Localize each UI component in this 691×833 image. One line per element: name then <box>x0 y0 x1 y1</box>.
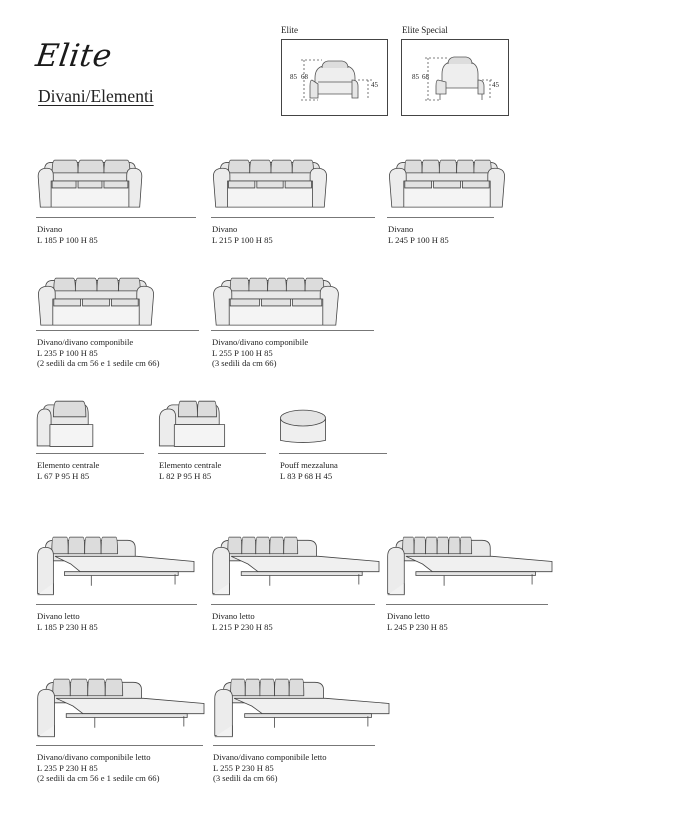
model-diagram-elite-special: 85 68 45 <box>401 39 509 116</box>
brand-title: Elite <box>33 38 115 74</box>
sofa-illustration <box>36 270 156 328</box>
dim-depth: 45 <box>492 81 499 89</box>
product-divider <box>158 453 266 454</box>
product-dims: L 245 P 100 H 85 <box>388 234 449 245</box>
product-note: (3 sedili da cm 66) <box>212 358 277 369</box>
product-name: Divano letto <box>387 611 430 621</box>
product-name: Divano/divano componibile letto <box>37 752 151 762</box>
product-name: Divano/divano componibile letto <box>213 752 327 762</box>
dim-seat-height: 85 <box>290 73 297 81</box>
product-name: Elemento centrale <box>37 460 100 470</box>
model-label-elite-special: Elite Special <box>402 25 448 35</box>
product-dims: L 255 P 230 H 85 <box>213 762 274 773</box>
product-dims: L 255 P 100 H 85 <box>212 347 273 358</box>
product-dims: L 235 P 100 H 85 <box>37 347 98 358</box>
product-name: Elemento centrale <box>159 460 222 470</box>
bed-illustration <box>36 532 194 596</box>
sofa-illustration <box>211 270 341 328</box>
product-note: (2 sedili da cm 56 e 1 sedile cm 66) <box>37 358 160 369</box>
product-note: (2 sedili da cm 56 e 1 sedile cm 66) <box>37 773 160 784</box>
bed-illustration <box>386 532 552 596</box>
chair-illustration <box>36 396 94 448</box>
chair-illustration <box>158 396 226 448</box>
model-diagram-elite: 85 68 45 <box>281 39 388 116</box>
product-name: Pouff mezzaluna <box>280 460 338 470</box>
dim-seat-height: 85 <box>412 73 419 81</box>
sofa-illustration <box>36 152 144 210</box>
product-divider <box>279 453 387 454</box>
product-divider <box>36 604 197 605</box>
dim-back-height: 68 <box>422 73 429 81</box>
product-name: Divano <box>388 224 414 234</box>
product-divider <box>36 217 196 218</box>
product-name: Divano letto <box>37 611 80 621</box>
product-dims: L 235 P 230 H 85 <box>37 762 98 773</box>
dim-depth: 45 <box>371 81 378 89</box>
bed-illustration <box>36 674 204 738</box>
product-divider <box>36 745 203 746</box>
product-note: (3 sedili da cm 66) <box>213 773 278 784</box>
product-divider <box>211 217 375 218</box>
product-divider <box>211 330 374 331</box>
bed-illustration <box>211 532 379 596</box>
dim-back-height: 68 <box>301 73 308 81</box>
product-dims: L 185 P 100 H 85 <box>37 234 98 245</box>
product-name: Divano <box>212 224 238 234</box>
product-name: Divano <box>37 224 63 234</box>
product-name: Divano/divano componibile <box>37 337 134 347</box>
product-divider <box>36 453 144 454</box>
product-divider <box>387 217 494 218</box>
product-dims: L 185 P 230 H 85 <box>37 621 98 632</box>
product-dims: L 83 P 68 H 45 <box>280 470 333 481</box>
product-divider <box>213 745 375 746</box>
product-dims: L 245 P 230 H 85 <box>387 621 448 632</box>
product-name: Divano/divano componibile <box>212 337 309 347</box>
product-dims: L 215 P 100 H 85 <box>212 234 273 245</box>
sofa-illustration <box>387 152 507 210</box>
product-dims: L 215 P 230 H 85 <box>212 621 273 632</box>
model-label-elite: Elite <box>281 25 298 35</box>
pouf-illustration <box>279 408 327 444</box>
product-dims: L 67 P 95 H 85 <box>37 470 90 481</box>
product-divider <box>36 330 199 331</box>
product-divider <box>211 604 375 605</box>
product-name: Divano letto <box>212 611 255 621</box>
sofa-illustration <box>211 152 329 210</box>
bed-illustration <box>213 674 389 738</box>
product-divider <box>386 604 548 605</box>
product-dims: L 82 P 95 H 85 <box>159 470 212 481</box>
page-subtitle: Divani/Elementi <box>38 86 154 106</box>
